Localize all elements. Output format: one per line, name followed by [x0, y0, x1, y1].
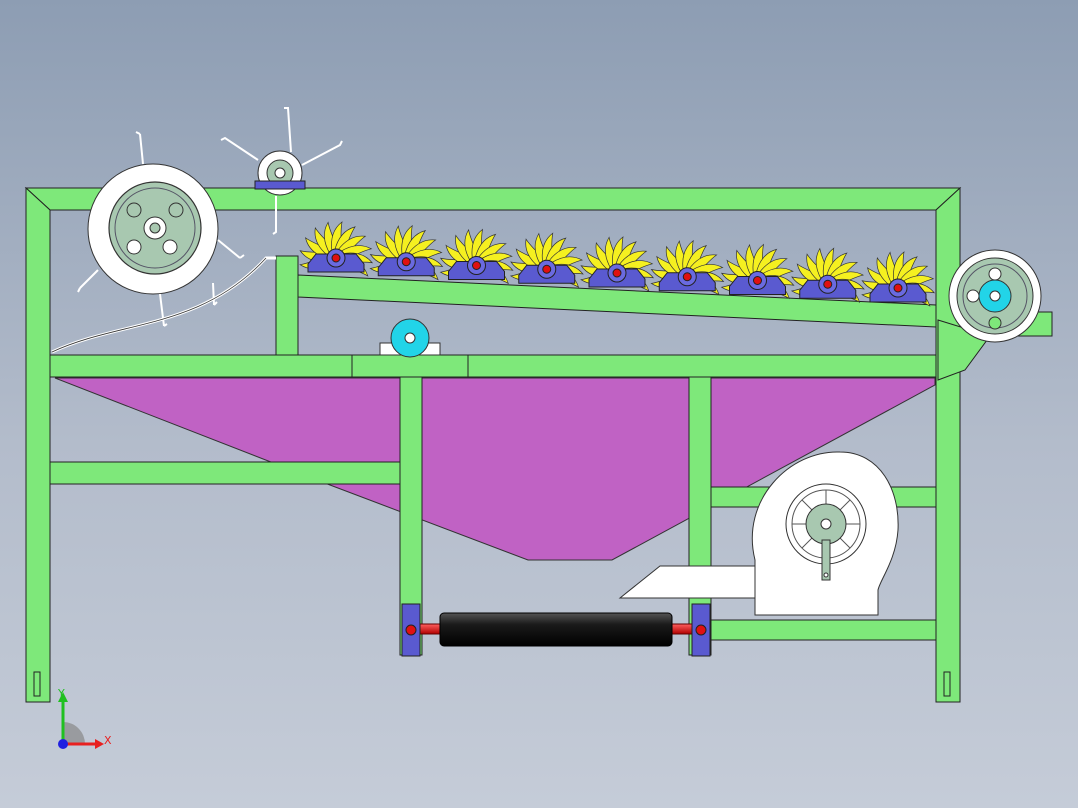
flail-rotor — [299, 221, 373, 277]
flail-rotor — [440, 229, 514, 284]
middle-idler-pulley — [379, 318, 441, 358]
top-sprocket — [220, 107, 343, 235]
rotor-hub — [331, 253, 341, 263]
z-axis-dot — [58, 739, 68, 749]
rotor-hub — [472, 261, 481, 270]
flail-rotor — [721, 244, 795, 299]
rotor-hub — [893, 283, 903, 293]
flail-rotor — [580, 236, 654, 292]
hopper — [54, 377, 936, 561]
right-pulley — [948, 249, 1042, 343]
y-axis-label: Y — [57, 687, 65, 700]
rotor-hub — [823, 279, 833, 289]
flail-rotor — [861, 251, 935, 307]
flail-rotor-row — [299, 221, 935, 307]
flail-rotor — [510, 232, 584, 288]
rotor-hub — [753, 276, 762, 285]
left-large-pulley — [87, 163, 219, 295]
rotor-hub — [682, 272, 692, 282]
flail-rotor — [791, 247, 865, 303]
left-pulley-tines — [77, 131, 245, 327]
bottom-roller — [401, 603, 711, 657]
rotor-hub — [401, 257, 411, 267]
flail-rotor — [369, 225, 443, 281]
axis-triad: Y X — [57, 687, 112, 749]
rotor-hub — [542, 264, 552, 274]
x-axis-label: X — [104, 734, 112, 747]
rotor-hub — [612, 268, 622, 278]
flail-rotor — [650, 240, 724, 296]
blower-fan — [618, 451, 899, 616]
